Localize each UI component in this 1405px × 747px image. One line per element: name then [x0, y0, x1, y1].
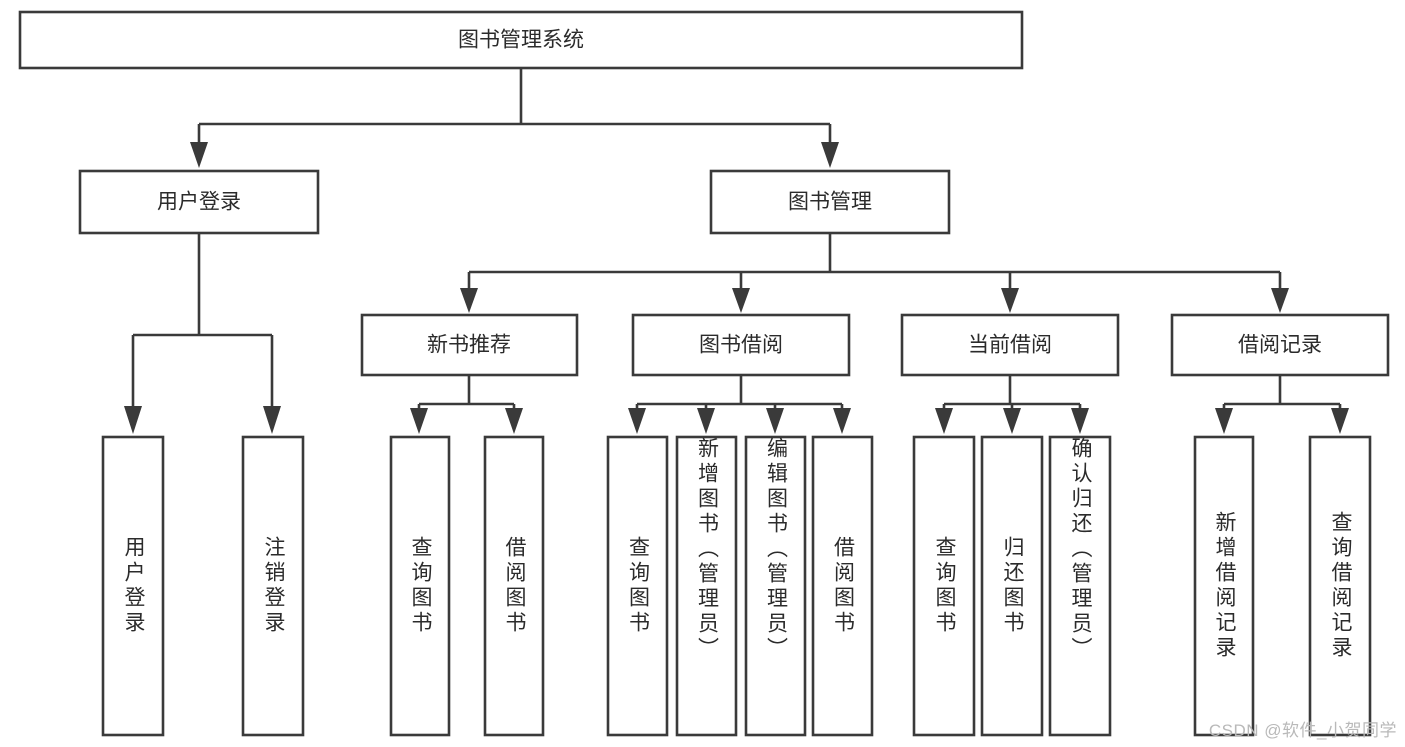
node-root-system-box[interactable]: [18, 10, 1024, 70]
leaf-bookborrow-add-box[interactable]: [675, 435, 738, 737]
arrow-head-br-2: [1331, 408, 1349, 434]
leaf-borrowrecord-query-box[interactable]: [1308, 435, 1372, 737]
node-user-login-box[interactable]: [78, 169, 320, 235]
node-new-book-recommend-label: 新书推荐: [427, 334, 511, 357]
leaf-bookborrow-edit[interactable]: 编辑图书（管理员）: [744, 435, 807, 737]
arrow-head-bm-3: [1001, 288, 1019, 313]
leaf-bookborrow-edit-box[interactable]: [744, 435, 807, 737]
leaf-currentborrow-query-box[interactable]: [912, 435, 976, 737]
leaf-newbook-borrow-box[interactable]: [483, 435, 545, 737]
node-new-book-recommend[interactable]: 新书推荐: [360, 313, 579, 377]
leaf-user-login-logout-label: 注销登录: [262, 536, 285, 636]
node-book-management-box[interactable]: [709, 169, 951, 235]
connector-group-book-borrow: [628, 375, 851, 434]
leaf-newbook-borrow-label: 借阅图书: [503, 536, 526, 636]
node-book-management[interactable]: 图书管理: [709, 169, 951, 235]
node-book-management-label: 图书管理: [788, 191, 872, 214]
arrow-head-cb-2: [1003, 408, 1021, 434]
arrow-head-root-1: [190, 142, 208, 168]
leaf-currentborrow-return[interactable]: 归还图书: [980, 435, 1044, 737]
leaf-bookborrow-query-label: 查询图书: [626, 536, 650, 636]
arrow-head-bb-3: [766, 408, 784, 434]
arrow-head-newbook-2: [505, 408, 523, 434]
leaf-bookborrow-add-label: 新增图书（管理员）: [695, 437, 719, 662]
node-book-borrow[interactable]: 图书借阅: [631, 313, 851, 377]
leaf-bookborrow-add[interactable]: 新增图书（管理员）: [675, 435, 738, 737]
connector-group-current-borrow: [935, 375, 1089, 434]
node-borrow-record-label: 借阅记录: [1238, 334, 1322, 357]
leaf-newbook-query-label: 查询图书: [409, 536, 432, 636]
leaf-currentborrow-confirm-return[interactable]: 确认归还（管理员）: [1048, 435, 1112, 737]
arrow-head-br-1: [1215, 408, 1233, 434]
arrow-head-bb-1: [628, 408, 646, 434]
arrow-head-root-2: [821, 142, 839, 168]
leaf-newbook-query-box[interactable]: [389, 435, 451, 737]
leaf-newbook-borrow[interactable]: 借阅图书: [483, 435, 545, 737]
leaf-currentborrow-return-box[interactable]: [980, 435, 1044, 737]
connector-group-borrow-record: [1215, 375, 1349, 434]
leaf-bookborrow-query[interactable]: 查询图书: [606, 435, 669, 737]
arrow-head-bm-4: [1271, 288, 1289, 313]
arrow-head-bm-1: [460, 288, 478, 313]
leaf-currentborrow-query[interactable]: 查询图书: [912, 435, 976, 737]
arrow-head-user-login-2: [263, 406, 281, 434]
connector-group-book-management: [460, 233, 1289, 313]
node-new-book-recommend-box[interactable]: [360, 313, 579, 377]
arrow-head-cb-1: [935, 408, 953, 434]
arrow-head-bb-4: [833, 408, 851, 434]
leaf-borrowrecord-add[interactable]: 新增借阅记录: [1193, 435, 1255, 737]
arrow-head-bb-2: [697, 408, 715, 434]
leaf-user-login-login-label: 用户登录: [122, 536, 145, 636]
leaf-borrowrecord-query[interactable]: 查询借阅记录: [1308, 435, 1372, 737]
leaf-user-login-login-box[interactable]: [101, 435, 165, 737]
arrow-head-user-login-1: [124, 406, 142, 434]
connector-group-user-login: [124, 233, 281, 434]
leaf-borrowrecord-add-box[interactable]: [1193, 435, 1255, 737]
leaf-newbook-query[interactable]: 查询图书: [389, 435, 451, 737]
arrow-head-bm-2: [732, 288, 750, 313]
arrow-head-newbook-1: [410, 408, 428, 434]
node-borrow-record-box[interactable]: [1170, 313, 1390, 377]
node-current-borrow-box[interactable]: [900, 313, 1120, 377]
leaf-user-login-logout-box[interactable]: [241, 435, 305, 737]
node-user-login[interactable]: 用户登录: [78, 169, 320, 235]
leaf-bookborrow-query-box[interactable]: [606, 435, 669, 737]
node-book-borrow-label: 图书借阅: [699, 334, 783, 357]
leaf-currentborrow-return-label: 归还图书: [1001, 536, 1024, 636]
leaf-borrowrecord-add-label: 新增借阅记录: [1213, 511, 1236, 661]
leaf-bookborrow-edit-label: 编辑图书（管理员）: [764, 437, 788, 662]
leaf-currentborrow-query-label: 查询图书: [933, 536, 956, 636]
leaf-user-login-login[interactable]: 用户登录: [101, 435, 165, 737]
leaf-bookborrow-borrow-label: 借阅图书: [831, 536, 855, 636]
node-current-borrow-label: 当前借阅: [968, 334, 1052, 357]
node-user-login-label: 用户登录: [157, 191, 241, 214]
node-current-borrow[interactable]: 当前借阅: [900, 313, 1120, 377]
arrow-head-cb-3: [1071, 408, 1089, 434]
node-root-system[interactable]: 图书管理系统: [18, 10, 1024, 70]
connector-group-root: [190, 68, 839, 168]
connector-group-new-book: [410, 375, 523, 434]
node-borrow-record[interactable]: 借阅记录: [1170, 313, 1390, 377]
leaf-currentborrow-confirm-return-label: 确认归还（管理员）: [1069, 437, 1092, 662]
node-root-system-label: 图书管理系统: [458, 29, 584, 52]
leaf-bookborrow-borrow-box[interactable]: [811, 435, 874, 737]
csdn-watermark: CSDN @软件_小贺同学: [1208, 721, 1397, 740]
leaf-bookborrow-borrow[interactable]: 借阅图书: [811, 435, 874, 737]
leaf-user-login-logout[interactable]: 注销登录: [241, 435, 305, 737]
leaf-currentborrow-confirm-return-box[interactable]: [1048, 435, 1112, 737]
node-book-borrow-box[interactable]: [631, 313, 851, 377]
leaf-borrowrecord-query-label: 查询借阅记录: [1329, 511, 1352, 661]
